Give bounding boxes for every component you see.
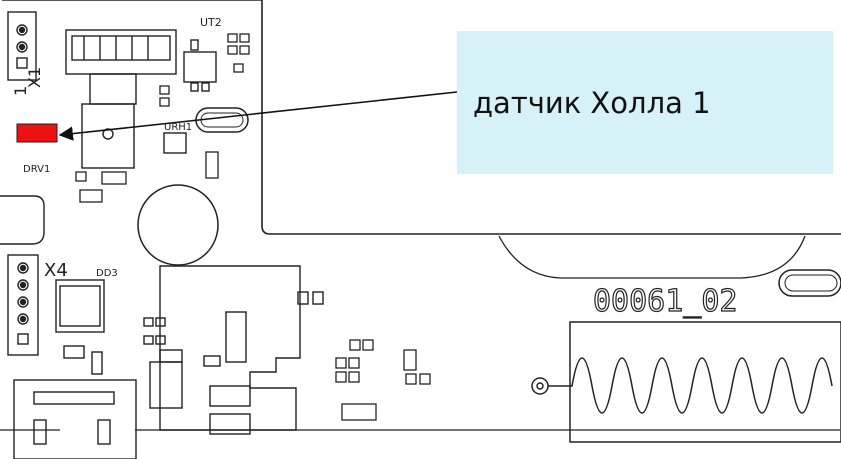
callout-label: датчик Холла 1 — [473, 85, 711, 120]
small-components-upper — [75, 33, 250, 203]
header-ut2 — [65, 29, 177, 105]
ic-dd3 — [55, 279, 105, 333]
hall-sensor-highlight — [16, 123, 58, 143]
board-outline — [2, 0, 841, 235]
label-urh1: URH1 — [164, 122, 192, 133]
connector-x4 — [7, 254, 39, 356]
label-part-number: 00061_02 — [593, 284, 738, 319]
callout-box: датчик Холла 1 — [457, 31, 833, 174]
oval-slot-2 — [778, 269, 841, 297]
label-pin1: 1 — [11, 86, 30, 96]
label-dd3: DD3 — [96, 268, 118, 279]
usb-connector — [13, 379, 137, 459]
connector-x1 — [7, 11, 37, 81]
board-notch — [0, 195, 45, 245]
mounting-hole — [137, 184, 219, 266]
ic-urh1 — [163, 132, 187, 154]
antenna-coil — [531, 321, 841, 443]
arrow-pointer-icon — [58, 91, 458, 141]
hall-sensor-body — [81, 103, 135, 169]
board-arc-cutout — [498, 235, 806, 279]
label-x4: X4 — [44, 260, 68, 281]
label-drv1: DRV1 — [23, 164, 50, 175]
label-x1: X1 — [25, 67, 44, 88]
ic-ut2 — [183, 39, 217, 92]
power-module — [63, 265, 324, 435]
label-ut2: UT2 — [200, 16, 222, 29]
small-components-right — [335, 339, 431, 421]
